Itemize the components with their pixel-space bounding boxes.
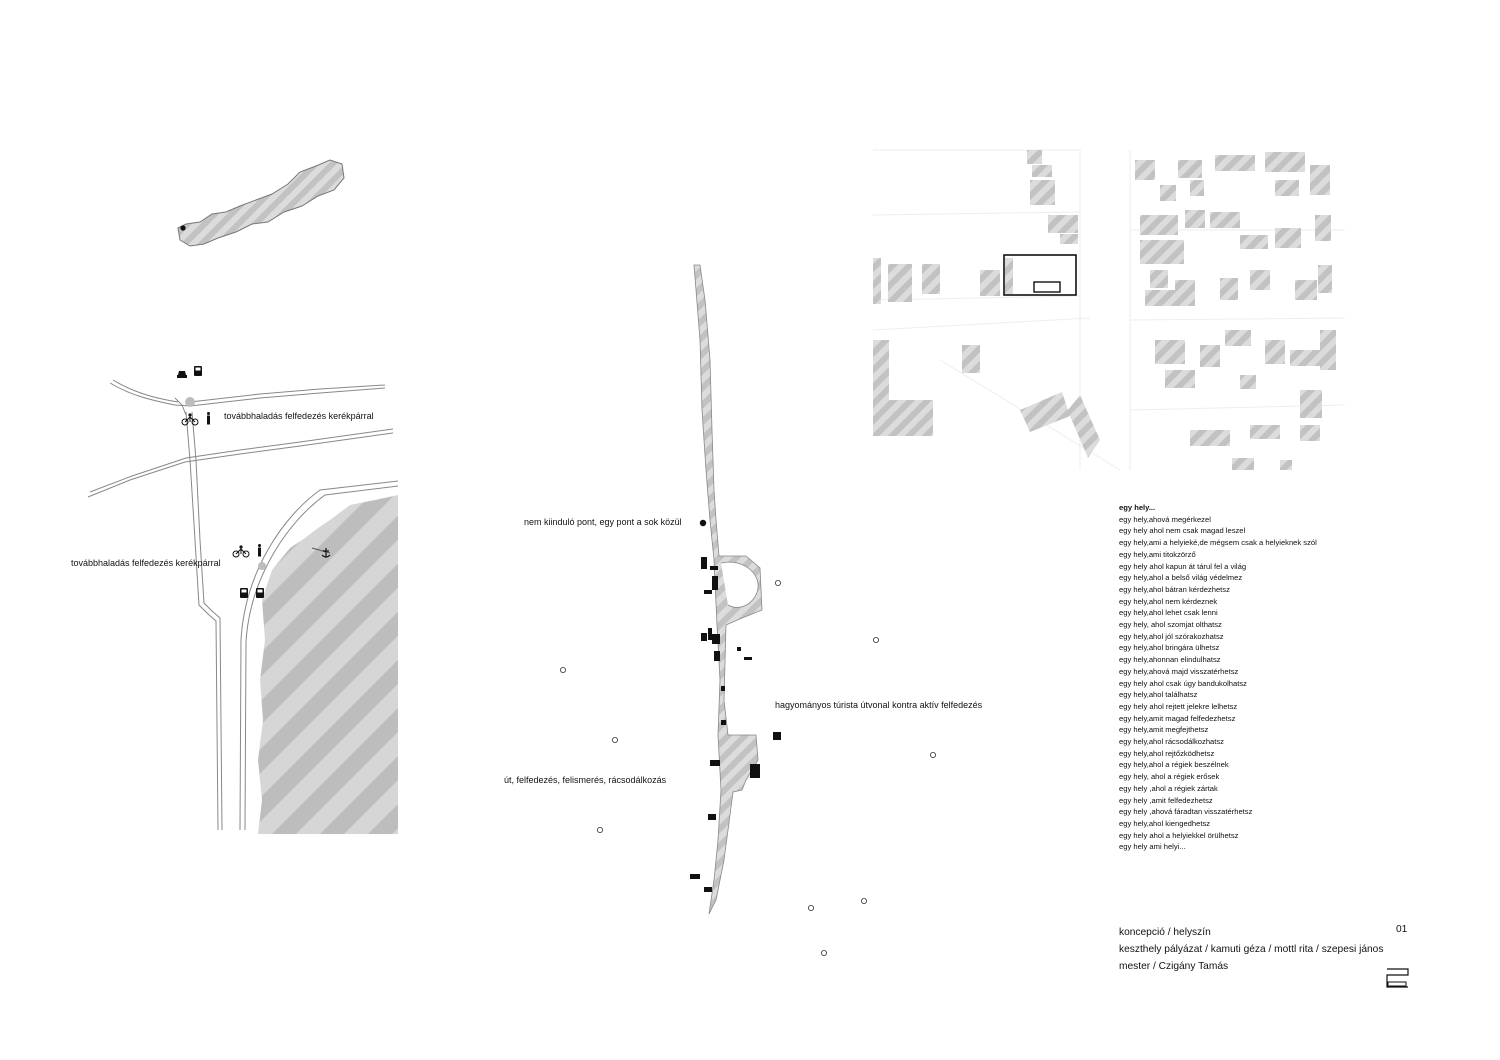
poem-line: egy hely,ahol találhatsz [1119, 690, 1198, 700]
poem-line: egy hely ahol csak úgy bandukolhatsz [1119, 678, 1247, 688]
poem-line: egy hely ahol a helyiekkel örülhetsz [1119, 830, 1239, 840]
road-network-map [87, 379, 399, 831]
project-credits: keszthely pályázat / kamuti géza / mottl… [1119, 944, 1384, 955]
poem-line: egy hely,amit magad felfedezhetsz [1119, 713, 1236, 723]
building-footprints [690, 557, 781, 892]
poem-line: egy hely,ahol rácsodálkozhatsz [1119, 737, 1224, 747]
bus-icon [194, 366, 202, 376]
pedestrian-icon [258, 544, 261, 557]
start-point-marker [699, 519, 707, 527]
poem-line: egy hely,ahol a belső világ védelmez [1119, 573, 1243, 583]
poem-line: egy hely,ahol nem kérdeznek [1119, 596, 1218, 606]
junction-marker [258, 562, 266, 570]
location-marker [180, 225, 186, 231]
poem-line: egy hely ahol kapun át tárul fel a világ [1119, 561, 1247, 571]
poem-line: egy hely,ami a helyieké,de mégsem csak a… [1119, 538, 1317, 548]
sheet-title: koncepció / helyszín [1119, 927, 1211, 938]
tourist-route-label: hagyományos túrista útvonal kontra aktív… [775, 700, 983, 710]
junction-marker [185, 397, 195, 407]
poem-line: egy hely,ahol rejtőzködhetsz [1119, 748, 1215, 758]
anchor-icon [321, 548, 331, 558]
promenade-path [693, 264, 763, 915]
title-block: koncepció / helyszín keszthely pályázat … [1119, 924, 1409, 975]
point-markers [560, 580, 937, 957]
mentor-credit: mester / Czigány Tamás [1119, 961, 1229, 972]
poem-line: egy hely,ahol kiengedhetsz [1119, 818, 1211, 828]
car-icon [177, 371, 187, 378]
page-number: 01 [1396, 924, 1408, 935]
urban-block-plan [872, 149, 1346, 471]
poem-line: egy hely,amit megfejthetsz [1119, 725, 1209, 735]
start-point-label: nem kiinduló pont, egy pont a sok közül [524, 517, 682, 527]
poem-line: egy hely ,ahol a régiek zártak [1119, 783, 1218, 793]
poem-line: egy hely, ahol szomjat olthatsz [1119, 620, 1222, 630]
poem-line: egy hely,ahol bringára ülhetsz [1119, 643, 1220, 653]
poem-line: egy hely,ami titokzörző [1119, 549, 1196, 559]
bicycle-icon [181, 413, 199, 426]
route-label-upper: továbbhaladás felfedezés kerékpárral [224, 411, 374, 421]
poem-line: egy hely,ahonnan elindulhatsz [1119, 655, 1221, 665]
poem-heading: egy hely... [1119, 503, 1156, 512]
poem-line: egy hely,ahol bátran kérdezhetsz [1119, 584, 1230, 594]
poem-line: egy hely,ahol lehet csak lenni [1119, 608, 1218, 618]
poem-line: egy hely ahol rejtett jelekre lelhetsz [1119, 701, 1238, 711]
poem-line: egy hely,ahol a régiek beszélnek [1119, 760, 1229, 770]
bicycle-icon [232, 545, 250, 558]
route-label-lower: továbbhaladás felfedezés kerékpárral [71, 558, 221, 568]
poem-line: egy hely ,ahová fáradtan visszatérhetsz [1119, 807, 1253, 817]
place-poem: egy hely... egy hely,ahová megérkezel eg… [1119, 502, 1317, 853]
poem-line: egy hely,ahová megérkezel [1119, 514, 1211, 524]
bus-icon [240, 588, 248, 598]
poem-line: egy hely ahol nem csak magad leszel [1119, 526, 1246, 536]
pedestrian-icon [207, 412, 210, 425]
project-site-outline [1003, 254, 1077, 296]
poem-line: egy hely, ahol a régiek erősek [1119, 772, 1220, 782]
poem-line: egy hely ami helyi... [1119, 842, 1186, 852]
path-label: út, felfedezés, felismerés, rácsodálkozá… [504, 775, 667, 785]
poem-line: egy hely ,amit felfedezhetsz [1119, 795, 1213, 805]
logo-mark [1386, 968, 1409, 988]
lake-shore-area [258, 495, 398, 834]
poem-line: egy hely,ahol jól szórakozhatsz [1119, 631, 1224, 641]
lake-overview-map [177, 159, 345, 247]
pier-line [311, 547, 331, 554]
poem-line: egy hely,ahová majd visszatérhetsz [1119, 666, 1239, 676]
bus-icon [256, 588, 264, 598]
